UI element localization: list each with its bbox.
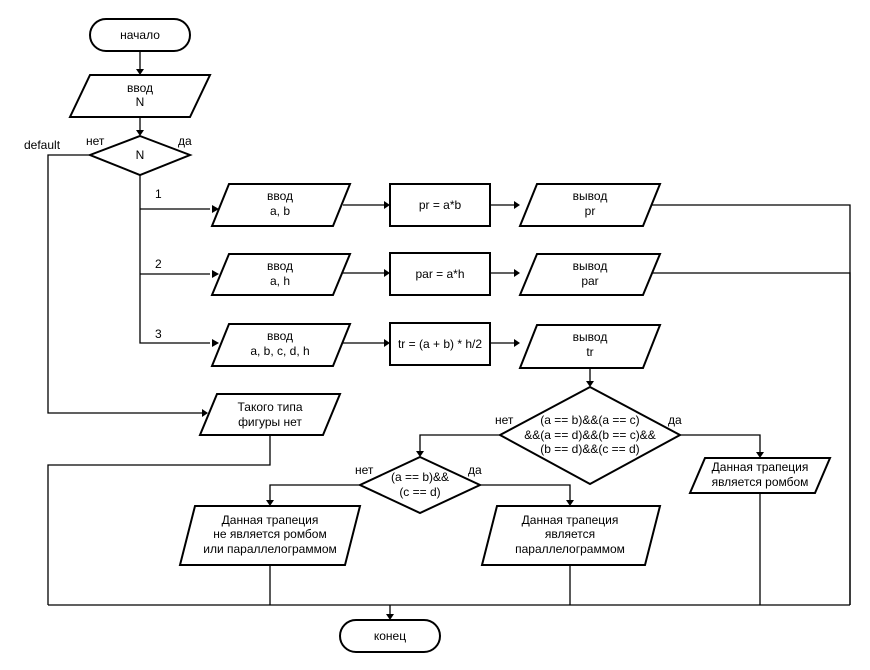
start-terminator: начало xyxy=(89,18,191,52)
rhomb-cond-line-1: (a == b)&&(a == c) xyxy=(540,413,639,427)
is-rhomb-line-2: является ромбом xyxy=(712,475,809,489)
input-par-line-2: a, h xyxy=(270,274,290,288)
not-rhomb-output-block: Данная трапеция не является ромбом или п… xyxy=(178,505,362,566)
end-label: конец xyxy=(374,629,406,643)
no-type-output-block: Такого типа фигуры нет xyxy=(198,393,342,436)
is-par-line-1: Данная трапеция xyxy=(522,513,619,527)
calc-rect-block: pr = a*b xyxy=(389,183,491,227)
switch-n-decision: N xyxy=(87,134,193,177)
input-rect-line-2: a, b xyxy=(270,204,290,218)
connectors xyxy=(47,51,851,614)
calc-par-block: par = a*h xyxy=(389,252,491,296)
output-rect-line-1: вывод xyxy=(573,189,608,203)
case-1-label: 1 xyxy=(155,187,162,201)
switch-n-label: N xyxy=(136,148,145,162)
not-rhomb-line-3: или параллелограммом xyxy=(203,542,337,556)
output-trap-line-1: вывод xyxy=(573,330,608,344)
input-trap-line-1: ввод xyxy=(267,329,293,343)
par-cond-line-1: (a == b)&& xyxy=(391,470,449,484)
is-rhomb-output-block: Данная трапеция является ромбом xyxy=(688,457,832,494)
input-par-block: ввод a, h xyxy=(210,253,352,296)
not-rhomb-line-2: не является ромбом xyxy=(213,527,326,541)
rhomb-cond-line-3: (b == d)&&(c == d) xyxy=(540,442,639,456)
arrowheads xyxy=(136,69,764,620)
rhomb-yes-label: да xyxy=(668,413,682,427)
output-par-block: вывод par xyxy=(518,253,662,296)
par-yes-label: да xyxy=(468,463,482,477)
edge-labels: default нет да 1 2 3 нет да нет да xyxy=(24,134,682,477)
input-n-block: ввод N xyxy=(68,74,212,118)
output-trap-line-2: tr xyxy=(586,345,593,359)
par-no-label: нет xyxy=(355,463,374,477)
calc-par-label: par = a*h xyxy=(415,267,464,281)
switch-no-label: нет xyxy=(86,134,105,148)
is-rhomb-line-1: Данная трапеция xyxy=(712,460,809,474)
rhomb-no-label: нет xyxy=(495,413,514,427)
input-rect-line-1: ввод xyxy=(267,189,293,203)
input-trap-line-2: a, b, c, d, h xyxy=(250,344,309,358)
case-3-label: 3 xyxy=(155,327,162,341)
start-label: начало xyxy=(120,28,160,42)
output-par-line-1: вывод xyxy=(573,259,608,273)
calc-trap-block: tr = (a + b) * h/2 xyxy=(389,322,491,366)
switch-yes-label: да xyxy=(178,134,192,148)
input-trap-block: ввод a, b, c, d, h xyxy=(210,323,352,367)
is-par-output-block: Данная трапеция является параллелограммо… xyxy=(480,505,662,566)
no-type-line-2: фигуры нет xyxy=(238,415,302,429)
par-condition-decision: (a == b)&& (c == d) xyxy=(357,455,483,515)
input-n-line-1: ввод xyxy=(127,81,153,95)
default-label: default xyxy=(24,138,61,152)
calc-trap-label: tr = (a + b) * h/2 xyxy=(398,337,482,351)
no-type-line-1: Такого типа xyxy=(237,400,302,414)
input-par-line-1: ввод xyxy=(267,259,293,273)
output-trap-block: вывод tr xyxy=(518,324,662,369)
case-2-label: 2 xyxy=(155,257,162,271)
output-rect-line-2: pr xyxy=(585,204,596,218)
par-cond-line-2: (c == d) xyxy=(399,485,440,499)
output-par-line-2: par xyxy=(581,274,598,288)
calc-rect-label: pr = a*b xyxy=(419,198,462,212)
end-terminator: конец xyxy=(339,619,441,653)
input-rect-block: ввод a, b xyxy=(210,183,352,227)
output-rect-block: вывод pr xyxy=(518,183,662,227)
is-par-line-3: параллелограммом xyxy=(515,542,625,556)
input-n-line-2: N xyxy=(136,95,145,109)
not-rhomb-line-1: Данная трапеция xyxy=(222,513,319,527)
rhomb-cond-line-2: &&(a == d)&&(b == c)&& xyxy=(524,428,655,442)
rhomb-condition-decision: (a == b)&&(a == c) &&(a == d)&&(b == c)&… xyxy=(497,385,683,486)
is-par-line-2: является xyxy=(545,527,595,541)
